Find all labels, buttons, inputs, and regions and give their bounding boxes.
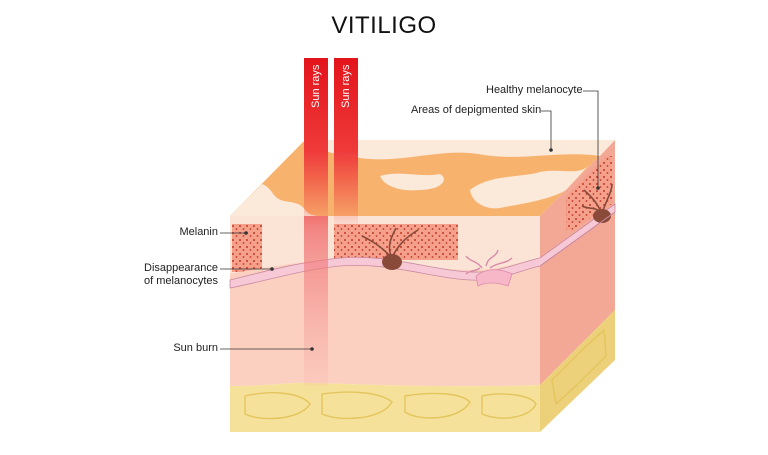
melanin-zone-right [566,156,612,230]
label-depigmented-skin: Areas of depigmented skin [411,104,542,116]
melanin-zone-left [232,224,262,272]
front-fat [230,382,540,432]
label-healthy-melanocyte: Healthy melanocyte [486,84,583,96]
sun-rays-label-1: Sun rays [310,64,322,108]
side-membrane [539,211,616,267]
melanin-zone-center [334,224,458,260]
sun-ray-2 [334,58,358,228]
depigmented-patch-mid [380,173,444,191]
melanocyte-center [361,227,419,270]
sun-rays-label-2: Sun rays [340,64,352,108]
lost-melanocyte [465,249,513,287]
label-disappearance-line2: of melanocytes [144,275,218,287]
leader-healthy [583,90,599,188]
depigmented-patch-right [470,166,588,209]
fat-cells [244,328,607,420]
sunburn-glow [304,216,328,386]
melanocyte-right [581,183,613,223]
sun-ray-1 [304,58,328,228]
label-disappearance-line1: Disappearance [144,262,218,274]
label-melanin: Melanin [179,226,218,238]
depigmented-patch-left [230,184,318,216]
diagram-title: VITILIGO [331,12,437,39]
depigmented-patch-back [305,140,615,160]
label-sun-burn: Sun burn [173,342,218,354]
leader-depigmented [541,110,552,150]
